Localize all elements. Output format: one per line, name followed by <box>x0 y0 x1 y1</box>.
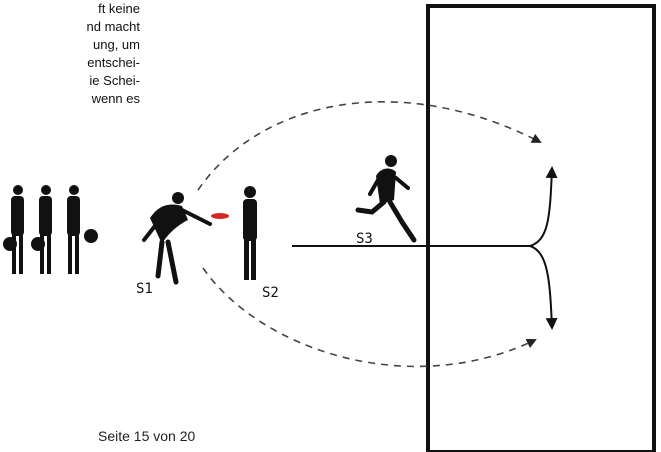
waiting-figure-3 <box>67 185 98 274</box>
text-line-2: nd macht <box>86 19 140 34</box>
label-s3: S3 <box>356 231 373 247</box>
dashed-arc-lower <box>202 267 537 368</box>
dashed-arc-upper <box>197 101 542 191</box>
paragraph-text: ft keine nd macht ung, um entschei- ie S… <box>0 0 140 108</box>
text-line-4: entschei- <box>87 55 140 70</box>
split-arrow-down <box>529 245 558 330</box>
text-line-3: ung, um <box>93 37 140 52</box>
thrower-s1 <box>142 192 212 285</box>
page-number: Seite 15 von 20 <box>98 428 196 444</box>
waiting-figure-1 <box>3 185 24 274</box>
text-line-6: wenn es <box>91 91 140 106</box>
waiting-figure-2 <box>31 185 52 274</box>
label-s1: S1 <box>136 281 153 297</box>
label-s2: S2 <box>262 285 279 301</box>
text-line-5: ie Schei- <box>89 73 140 88</box>
marker-s2 <box>243 186 257 280</box>
runner-s3 <box>355 155 417 243</box>
frisbee-disc <box>211 213 229 219</box>
end-zone-box <box>426 4 656 452</box>
text-line-1: ft keine <box>98 1 140 16</box>
split-arrow-up <box>529 166 558 247</box>
